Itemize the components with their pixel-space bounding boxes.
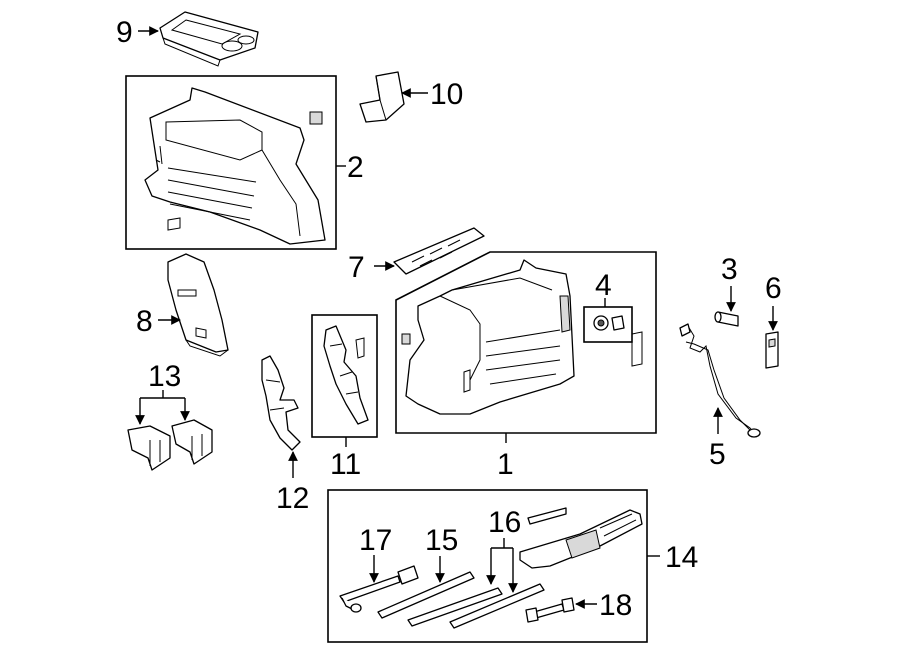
part-4-fastener [593, 315, 625, 331]
part-1-quarter-trim-panel [401, 259, 643, 415]
callout-10: 10 [430, 78, 463, 111]
box-part-4 [583, 306, 633, 343]
callout-4: 4 [595, 269, 612, 302]
leader-13 [140, 390, 185, 399]
callout-5: 5 [709, 438, 726, 471]
part-3-plug [714, 311, 739, 327]
leader-16 [491, 538, 513, 549]
part-11-jack-holder [323, 325, 369, 425]
callout-2: 2 [347, 151, 364, 184]
part-6-label [765, 331, 779, 369]
callout-11: 11 [330, 448, 361, 481]
part-10-bracket [359, 71, 405, 123]
part-13-clip-right [171, 419, 213, 465]
part-2-quarter-trim-upper [144, 87, 326, 245]
box-part-14 [327, 489, 648, 643]
part-15-extension-bar [377, 571, 503, 627]
box-part-2 [125, 75, 337, 250]
callout-9: 9 [116, 16, 133, 49]
box-part-1 [395, 251, 657, 434]
part-12-bracket [261, 355, 301, 451]
callout-3: 3 [721, 253, 738, 286]
part-9-console-tray [159, 11, 259, 67]
callout-1: 1 [497, 448, 514, 481]
part-18-bolt [525, 597, 575, 623]
part-16-handle [449, 583, 545, 629]
callout-16: 16 [488, 506, 521, 539]
callout-6: 6 [765, 272, 782, 305]
part-14-jack [519, 507, 643, 569]
callout-14: 14 [665, 541, 698, 574]
callout-8: 8 [136, 305, 153, 338]
callout-7: 7 [348, 251, 365, 284]
part-17-lug-wrench [339, 565, 419, 613]
part-8-trim-cover [167, 253, 229, 357]
callout-17: 17 [359, 524, 392, 557]
part-7-sill-plate [393, 227, 485, 275]
callout-18: 18 [599, 589, 632, 622]
part-13-clip-left [127, 425, 171, 471]
callout-13: 13 [148, 360, 181, 393]
callout-12: 12 [276, 482, 309, 515]
box-part-11 [311, 314, 378, 438]
part-5-wire-harness [679, 323, 761, 438]
callout-15: 15 [425, 524, 458, 557]
